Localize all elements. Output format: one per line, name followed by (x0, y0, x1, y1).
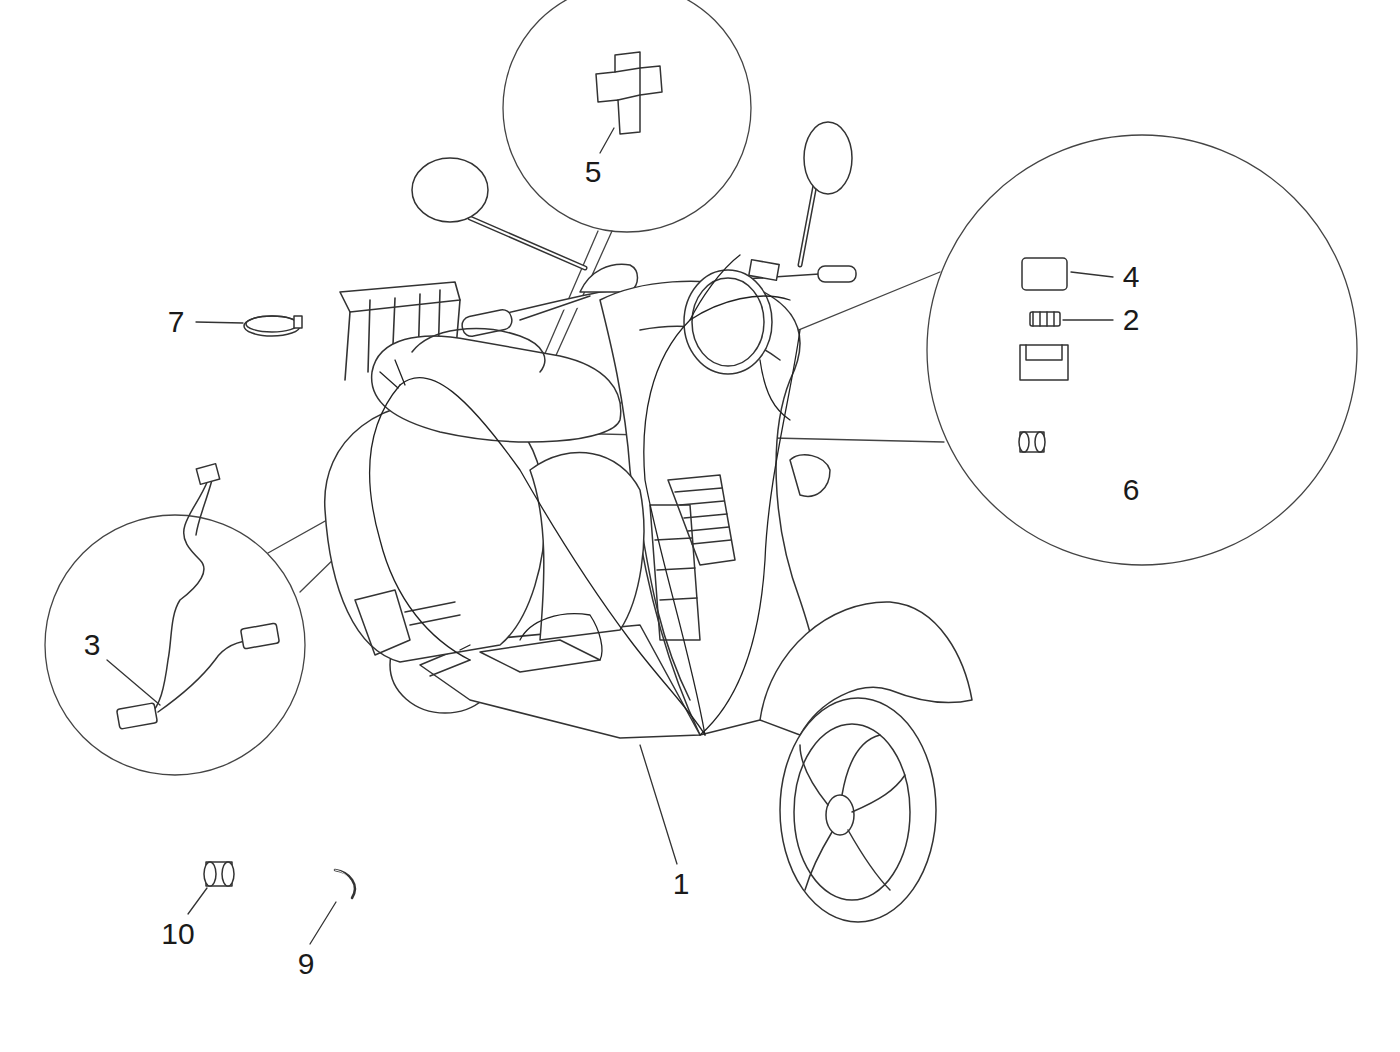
callout-number: 1 (673, 869, 690, 899)
callout-number: 3 (84, 630, 101, 660)
callout-number: 5 (585, 157, 602, 187)
fuse-holder (1020, 258, 1068, 380)
cap-part (204, 862, 234, 886)
detail-circles (45, 0, 1357, 775)
callout-number: 10 (161, 919, 194, 949)
callout-number: 7 (168, 307, 185, 337)
callout-number: 2 (1123, 305, 1140, 335)
clip-part (335, 870, 355, 898)
callout-number: 6 (1123, 475, 1140, 505)
relay-part (596, 52, 662, 134)
callout-number: 9 (298, 949, 315, 979)
cable-tie (244, 316, 302, 336)
callout-number: 4 (1123, 262, 1140, 292)
cap-part (1019, 432, 1045, 452)
leader-lines (107, 128, 1113, 944)
